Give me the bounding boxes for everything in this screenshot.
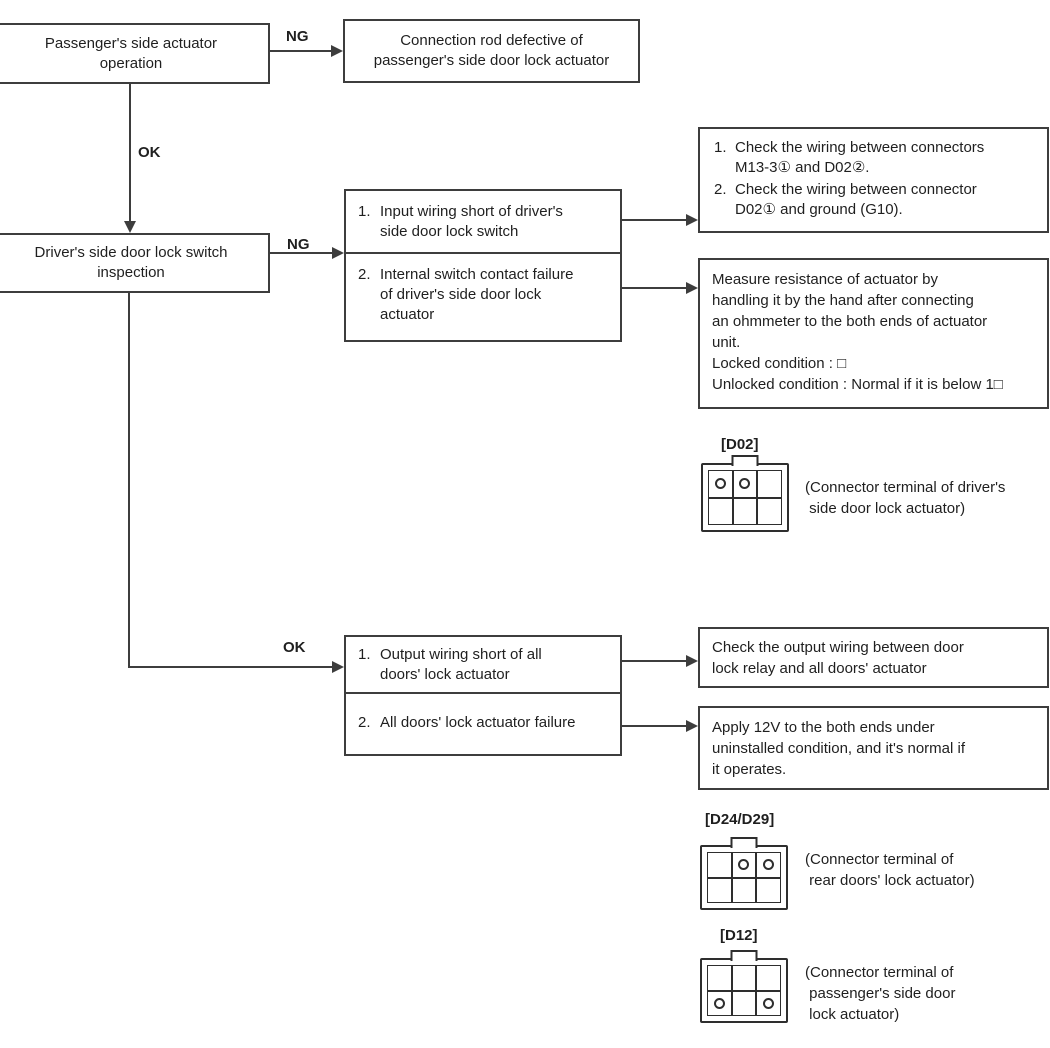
node-ng-cause-2: 2. Internal switch contact failure of dr…: [346, 254, 620, 340]
connector-tab: [731, 455, 759, 466]
connector-cell: [708, 497, 733, 525]
edge-line-okcause1: [622, 660, 686, 662]
connector-caption-d12: (Connector terminal of passenger's side …: [805, 964, 956, 1023]
list-item: 2. Check the wiring between connector D0…: [714, 180, 1043, 220]
node-ng-cause-1: 1. Input wiring short of driver's side d…: [346, 191, 620, 254]
connector-cell: [731, 852, 757, 878]
node-check-output-wiring-text: Check the output wiring between door loc…: [712, 639, 964, 677]
node-connection-rod-defective: Connection rod defective of passenger's …: [343, 19, 640, 83]
item-number: 1.: [358, 203, 371, 220]
connector-cell: [732, 470, 758, 498]
node-ok-cause-1: 1. Output wiring short of all doors' loc…: [346, 637, 620, 694]
connector-tab: [730, 950, 758, 961]
node-check-output-wiring: Check the output wiring between door loc…: [698, 627, 1049, 688]
item-number: 1.: [358, 646, 371, 663]
edge-line-cause2: [622, 287, 686, 289]
list-item: 1. Check the wiring between connectors M…: [714, 138, 1043, 178]
connector-label-d24-d29: [D24/D29]: [705, 811, 775, 828]
connector-cell: [756, 852, 781, 878]
arrowhead-cause2: [686, 282, 698, 294]
connector-diagram-d24-d29: [700, 837, 788, 910]
node-apply-12v-text: Apply 12V to the both ends under uninsta…: [712, 719, 966, 778]
arrowhead-ng-mid: [332, 247, 344, 259]
connector-cell: [757, 470, 782, 498]
list-item: 1. Input wiring short of driver's side d…: [358, 202, 614, 252]
list-item: 1. Output wiring short of all doors' loc…: [358, 645, 614, 692]
connector-label-d12: [D12]: [720, 927, 758, 944]
connector-cell: [732, 497, 758, 525]
connector-cell: [757, 497, 782, 525]
connector-grid: [707, 965, 781, 1016]
item-text: All doors' lock actuator failure: [380, 714, 576, 731]
arrowhead-ok-bottom: [332, 661, 344, 673]
node-connection-rod-defective-text: Connection rod defective of passenger's …: [373, 32, 610, 69]
connector-diagram-d12: [700, 950, 788, 1023]
node-measure-resistance: Measure resistance of actuator by handli…: [698, 258, 1049, 409]
edge-line-ok-bottom-v: [128, 293, 130, 668]
connector-tab: [730, 837, 758, 848]
connector-cell: [708, 470, 733, 498]
edge-label-ng-mid: NG: [287, 236, 310, 253]
node-apply-12v: Apply 12V to the both ends under uninsta…: [698, 706, 1049, 790]
arrowhead-okcause2: [686, 720, 698, 732]
arrowhead-cause1: [686, 214, 698, 226]
connector-cell: [707, 852, 732, 878]
connector-grid: [708, 470, 782, 525]
connector-cell: [707, 877, 732, 903]
node-measure-resistance-text: Measure resistance of actuator by handli…: [712, 271, 1003, 393]
arrowhead-ng-top: [331, 45, 343, 57]
connector-grid: [707, 852, 781, 903]
edge-label-ok-top: OK: [138, 144, 161, 161]
node-passenger-actuator-operation-text: Passenger's side actuator operation: [44, 34, 218, 72]
connector-cell: [756, 965, 781, 991]
node-driver-switch-inspection: Driver's side door lock switch inspectio…: [0, 233, 270, 293]
arrowhead-okcause1: [686, 655, 698, 667]
arrowhead-ok-top: [124, 221, 136, 233]
node-driver-switch-inspection-text: Driver's side door lock switch inspectio…: [34, 244, 228, 281]
connector-cell: [756, 990, 781, 1016]
node-ng-causes: 1. Input wiring short of driver's side d…: [344, 189, 622, 342]
node-ok-causes: 1. Output wiring short of all doors' loc…: [344, 635, 622, 756]
connector-cell: [707, 990, 732, 1016]
connector-cell: [756, 877, 781, 903]
item-number: 2.: [714, 181, 727, 198]
item-text: Input wiring short of driver's side door…: [380, 203, 563, 240]
node-passenger-actuator-operation: Passenger's side actuator operation: [0, 23, 270, 84]
connector-caption-d24-d29: (Connector terminal of rear doors' lock …: [805, 851, 975, 889]
item-text: Output wiring short of all doors' lock a…: [380, 646, 542, 683]
item-text: Check the wiring between connector D02① …: [735, 181, 977, 218]
item-number: 2.: [358, 714, 371, 731]
connector-cell: [731, 965, 757, 991]
list-item: 2. Internal switch contact failure of dr…: [358, 265, 614, 340]
item-text: Check the wiring between connectors M13-…: [735, 139, 985, 176]
connector-label-d02: [D02]: [721, 436, 759, 453]
node-wiring-checks: 1. Check the wiring between connectors M…: [698, 127, 1049, 233]
item-number: 2.: [358, 266, 371, 283]
node-ok-cause-2: 2. All doors' lock actuator failure: [346, 694, 620, 754]
list-item: 2. All doors' lock actuator failure: [358, 713, 614, 754]
edge-label-ng-top: NG: [286, 28, 309, 45]
item-text: Internal switch contact failure of drive…: [380, 266, 574, 323]
connector-caption-d02: (Connector terminal of driver's side doo…: [805, 479, 1006, 517]
connector-cell: [707, 965, 732, 991]
edge-line-ok-top: [129, 84, 131, 222]
edge-line-ok-bottom-h: [128, 666, 332, 668]
edge-line-ng-top: [268, 50, 333, 52]
item-number: 1.: [714, 139, 727, 156]
connector-diagram-d02: [701, 455, 789, 532]
connector-cell: [731, 877, 757, 903]
edge-line-cause1: [622, 219, 686, 221]
connector-cell: [731, 990, 757, 1016]
edge-label-ok-bottom: OK: [283, 639, 306, 656]
edge-line-okcause2: [622, 725, 686, 727]
edge-line-ng-mid: [270, 252, 333, 254]
